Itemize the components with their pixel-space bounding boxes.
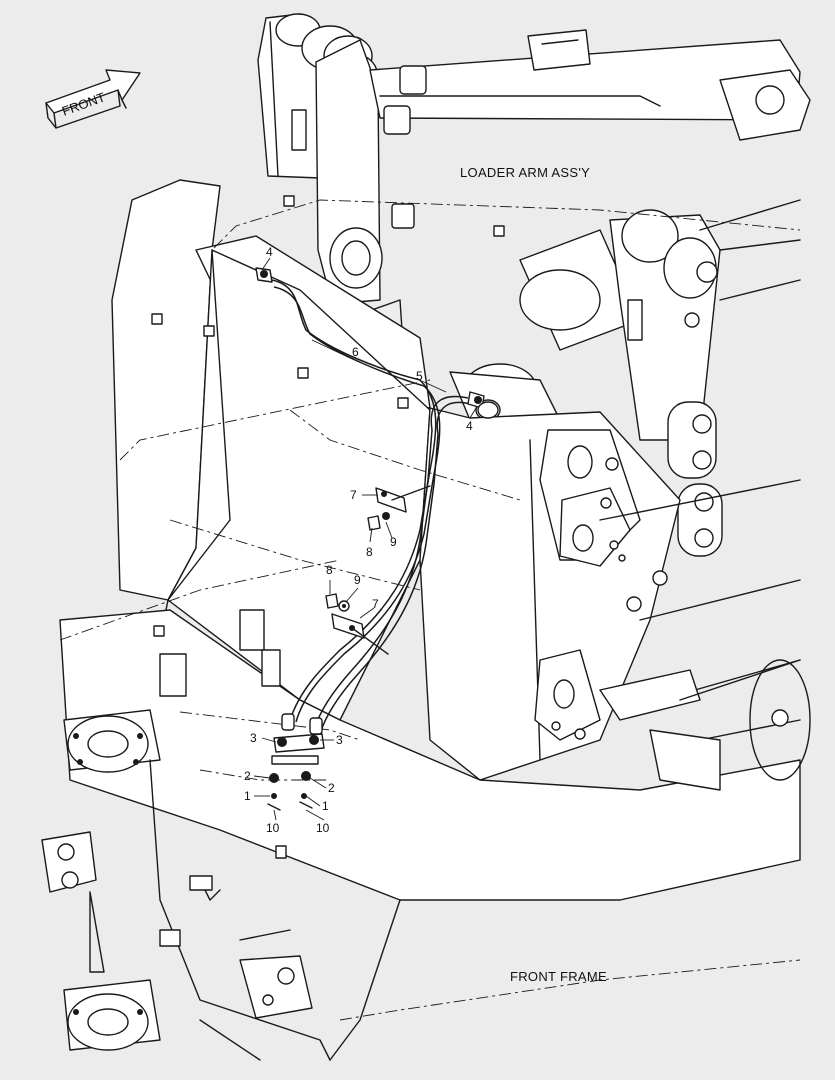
- callout-9-upper: 9: [390, 535, 397, 549]
- callout-5: 5: [416, 369, 423, 383]
- bolt-upper: [367, 512, 390, 531]
- callout-1-left: 1: [244, 789, 251, 803]
- lube-hose-lines: [271, 279, 471, 735]
- callout-7-lower: 7: [372, 597, 379, 611]
- callout-7-upper: 7: [350, 488, 357, 502]
- callout-10-left: 10: [266, 821, 280, 835]
- callout-10-right: 10: [316, 821, 330, 835]
- callout-8-lower: 8: [326, 563, 333, 577]
- callout-6: 6: [352, 345, 359, 359]
- grease-fitting-right: [467, 391, 499, 419]
- callout-8-upper: 8: [366, 545, 373, 559]
- hose-connectors-bottom: [267, 713, 325, 811]
- callout-3-right: 3: [336, 733, 343, 747]
- front-direction-arrow: FRONT: [45, 69, 141, 129]
- callout-4-right: 4: [466, 419, 473, 433]
- front-frame: [41, 179, 811, 1061]
- grease-fitting-top-left: [255, 267, 273, 283]
- callout-2-right: 2: [328, 781, 335, 795]
- callout-numbers: 4 6 5 4 7 8 9 8 9 7 3 3 2 2 1 1 10 10: [244, 245, 473, 835]
- callout-4-top: 4: [266, 245, 273, 259]
- front-frame-label: FRONT FRAME: [510, 969, 607, 984]
- loader-arm-assembly: [257, 13, 811, 557]
- callout-9-lower: 9: [354, 573, 361, 587]
- clamp-upper: [375, 485, 431, 513]
- callout-3-left: 3: [250, 731, 257, 745]
- callout-1-right: 1: [322, 799, 329, 813]
- loader-arm-label: LOADER ARM ASS'Y: [460, 165, 590, 180]
- callout-leaders: [253, 257, 477, 821]
- clamp-lower: [325, 593, 389, 655]
- callout-2-left: 2: [244, 769, 251, 783]
